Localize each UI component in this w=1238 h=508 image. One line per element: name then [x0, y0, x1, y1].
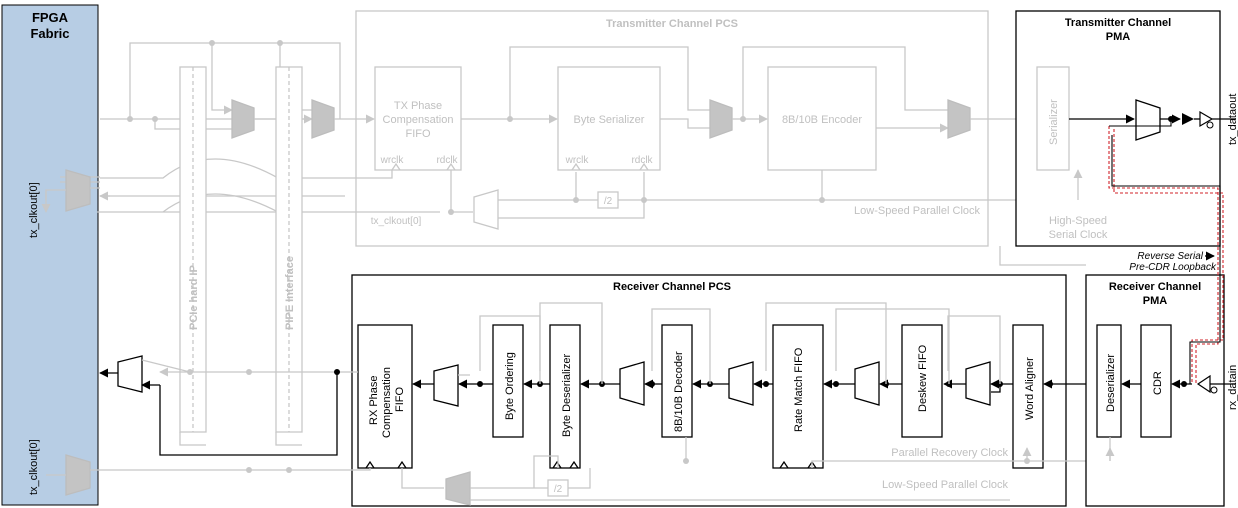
fabric-rx-mux	[117, 355, 143, 393]
byte-serializer-wrclk: wrclk	[565, 155, 590, 166]
tx-fifo-wrclk: wrclk	[380, 155, 405, 166]
decoder-8b10b	[661, 324, 693, 438]
byte-ordering-label: Byte Ordering	[504, 352, 516, 420]
tx-phase-fifo	[374, 66, 462, 171]
rx-pcs-block	[351, 274, 1067, 507]
rx-mux-5	[965, 361, 991, 406]
word-aligner-label: Word Aligner	[1024, 357, 1036, 420]
rx-phase-fifo-label-3: FIFO	[394, 387, 406, 412]
deskew-fifo	[901, 324, 943, 438]
fpga-fabric-title-2: Fabric	[30, 26, 69, 41]
deserializer	[1096, 324, 1122, 438]
rx-datain-label: rx_datain	[1227, 365, 1238, 410]
hs-clock-label-2: Serial Clock	[1049, 229, 1108, 241]
tx-phase-fifo-label-1: TX Phase	[394, 100, 442, 112]
rx-low-speed-clock-label: Low-Speed Parallel Clock	[882, 479, 1008, 491]
tx-phase-fifo-label-3: FIFO	[405, 128, 430, 140]
rx-pma-title-1: Receiver Channel	[1109, 281, 1201, 293]
pcie-hard-ip-label: PCIe hard IP	[188, 265, 200, 330]
encoder-label: 8B/10B Encoder	[782, 114, 862, 126]
tx-pma-title-2: PMA	[1106, 31, 1131, 43]
byte-deserializer-label: Byte Deserializer	[561, 354, 573, 437]
rx-mux-4	[854, 361, 880, 406]
rx-div2-label: /2	[554, 484, 563, 495]
tx-mux-3	[709, 99, 733, 139]
fabric-tx-clkout-label-bottom: tx_clkout[0]	[28, 439, 40, 495]
cdr-label: CDR	[1152, 371, 1164, 395]
rx-pma-title-2: PMA	[1143, 295, 1168, 307]
deserializer-label: Deserializer	[1105, 354, 1117, 412]
tx-dataout-label: tx_dataout	[1227, 94, 1238, 145]
tx-pma-mux	[1135, 99, 1161, 141]
fpga-fabric-block	[1, 4, 99, 506]
fabric-tx-clk-mux-bottom	[65, 454, 91, 496]
fabric-tx-clkout-label-top: tx_clkout[0]	[28, 182, 40, 238]
byte-deserializer	[549, 324, 581, 469]
rx-clk-mux	[445, 471, 471, 506]
fpga-fabric-title-1: FPGA	[32, 10, 69, 25]
fabric-tx-clk-mux-top	[65, 169, 91, 212]
rate-match-fifo	[772, 324, 824, 469]
rx-phase-fifo-label-1: RX Phase	[368, 375, 380, 425]
loopback-label-2: Pre-CDR Loopback	[1129, 262, 1217, 273]
parallel-recovery-clock-label: Parallel Recovery Clock	[891, 447, 1008, 459]
pipe-interface-label: PIPE Interface	[284, 256, 296, 330]
rx-phase-fifo-label-2: Compensation	[381, 367, 393, 438]
hs-clock-label-1: High-Speed	[1049, 215, 1107, 227]
decoder-label: 8B/10B Decoder	[673, 351, 685, 432]
byte-ordering	[492, 324, 524, 438]
deskew-label: Deskew FIFO	[917, 344, 929, 412]
tx-clk-mux	[473, 189, 499, 230]
tx-phase-fifo-label-2: Compensation	[383, 114, 454, 126]
loopback-path-outer	[1108, 126, 1219, 384]
rate-match-label: Rate Match FIFO	[793, 347, 805, 432]
serializer-label: Serializer	[1048, 99, 1060, 145]
tx-fifo-rdclk: rdclk	[436, 155, 458, 166]
rx-pcs-title: Receiver Channel PCS	[613, 281, 731, 293]
tx-div2-label: /2	[604, 196, 613, 207]
byte-serializer	[557, 66, 661, 171]
tx-pcs-title: Transmitter Channel PCS	[606, 18, 738, 30]
tx-pma-title-1: Transmitter Channel	[1065, 17, 1171, 29]
byte-serializer-label: Byte Serializer	[574, 114, 645, 126]
tx-low-speed-clock-label: Low-Speed Parallel Clock	[854, 205, 980, 217]
tx-clkout-label: tx_clkout[0]	[371, 216, 422, 227]
word-aligner	[1012, 324, 1044, 469]
rx-mux-1	[433, 364, 459, 407]
rx-mux-2	[619, 361, 645, 406]
rx-mux-3	[728, 361, 754, 406]
rx-phase-fifo	[357, 324, 413, 469]
loopback-label-1: Reverse Serial	[1137, 251, 1203, 262]
byte-serializer-rdclk: rdclk	[631, 155, 653, 166]
tx-mux-4	[947, 99, 971, 139]
tx-mux-1	[231, 99, 255, 139]
tx-mux-2	[311, 99, 335, 139]
cdr	[1140, 324, 1172, 438]
